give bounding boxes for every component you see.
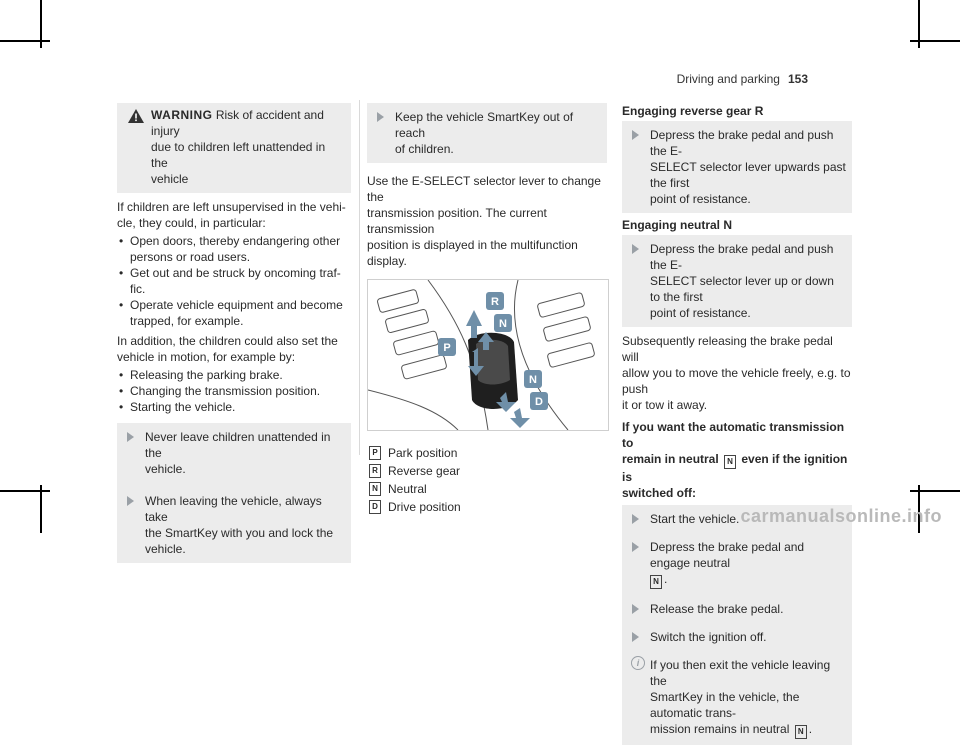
list-item: Releasing the parking brake. (117, 367, 351, 383)
key-n-icon: N (724, 455, 737, 469)
figure-label-n-top: N (499, 318, 507, 330)
page-header: Driving and parking 153 (677, 72, 808, 86)
page-number: 153 (787, 72, 808, 86)
warning-line-1: WARNING Risk of accident and injury (151, 107, 345, 139)
column-middle: Keep the vehicle SmartKey out of reach o… (367, 103, 609, 517)
crop-mark (40, 0, 42, 48)
crop-mark (0, 490, 50, 492)
crop-mark (40, 485, 42, 533)
info-note: i If you then exit the vehicle leaving t… (622, 651, 852, 745)
step-arrow-icon (632, 632, 639, 642)
step-engage-neutral-2: Depress the brake pedal and engage neutr… (622, 533, 852, 595)
heading-neutral: Engaging neutral N (622, 218, 733, 232)
list-item: Starting the vehicle. (117, 399, 351, 415)
heading-stay-neutral: If you want the automatic transmission t… (622, 420, 848, 500)
step-arrow-icon (632, 604, 639, 614)
eselect-lever-figure: R N P N D (367, 279, 609, 431)
list-item: Operate vehicle equipment and becometrap… (117, 297, 351, 329)
column-left: WARNING Risk of accident and injury due … (117, 103, 351, 563)
intro-line-1: If children are left unsupervised in the… (117, 200, 346, 214)
crop-mark (910, 40, 960, 42)
info-icon: i (631, 656, 645, 670)
intro-line-2: cle, they could, in particular: (117, 216, 266, 230)
step-keep-smartkey: Keep the vehicle SmartKey out of reach o… (367, 103, 607, 163)
step-arrow-icon (632, 130, 639, 140)
key-d-icon: D (369, 500, 381, 514)
key-n-icon: N (650, 575, 662, 589)
figure-label-d: D (535, 396, 543, 408)
crop-mark (918, 0, 920, 48)
step-take-smartkey: When leaving the vehicle, always take th… (117, 483, 351, 563)
column-right: Engaging reverse gear R Depress the brak… (622, 103, 852, 745)
step-ignition-off: Switch the ignition off. (622, 623, 852, 651)
list-item: Open doors, thereby endangering otherper… (117, 233, 351, 265)
watermark: carmanualsonline.info (740, 506, 942, 526)
warning-line-3: vehicle (151, 172, 189, 186)
step-engage-neutral: Depress the brake pedal and push the E- … (622, 235, 852, 327)
crop-mark (918, 485, 920, 533)
crop-mark (910, 490, 960, 492)
crop-mark (0, 40, 50, 42)
warning-box: WARNING Risk of accident and injury due … (117, 103, 351, 193)
step-arrow-icon (632, 514, 639, 524)
step-arrow-icon (127, 432, 134, 442)
key-n-icon: N (794, 725, 807, 739)
key-r-icon: R (369, 464, 381, 478)
bullet-list-b: Releasing the parking brake. Changing th… (117, 367, 351, 415)
intro2-line-1: In addition, the children could also set… (117, 334, 338, 348)
eselect-paragraph: Use the E-SELECT selector lever to chang… (367, 174, 601, 268)
list-item: Changing the transmission position. (117, 383, 351, 399)
step-arrow-icon (377, 112, 384, 122)
warning-line-2: due to children left unattended in the (151, 140, 326, 170)
key-p-icon: P (369, 446, 381, 460)
figure-label-p: P (443, 342, 450, 354)
step-never-leave: Never leave children unattended in the v… (117, 423, 351, 483)
eselect-illustration: R N P N D (368, 280, 608, 430)
figure-label-n-bottom: N (529, 374, 537, 386)
step-release-brake: Release the brake pedal. (622, 595, 852, 623)
step-start-vehicle: Start the vehicle. (622, 505, 852, 533)
warning-text: Risk of accident and injury (151, 108, 324, 138)
intro2-line-2: vehicle in motion, for example by: (117, 350, 296, 364)
column-divider (359, 100, 360, 455)
step-arrow-icon (632, 542, 639, 552)
step-arrow-icon (127, 496, 134, 506)
step-arrow-icon (632, 244, 639, 254)
warning-triangle-icon (128, 109, 144, 123)
figure-label-r: R (491, 296, 499, 308)
bullet-list-a: Open doors, thereby endangering otherper… (117, 233, 351, 329)
list-item: Get out and be struck by oncoming traf-f… (117, 265, 351, 297)
heading-reverse: Engaging reverse gear R (622, 104, 764, 118)
key-n-icon: N (369, 482, 381, 496)
neutral-paragraph: Subsequently releasing the brake pedal w… (622, 334, 851, 412)
warning-title: WARNING (151, 108, 213, 122)
section-title: Driving and parking (676, 72, 780, 86)
step-engage-reverse: Depress the brake pedal and push the E- … (622, 121, 852, 213)
